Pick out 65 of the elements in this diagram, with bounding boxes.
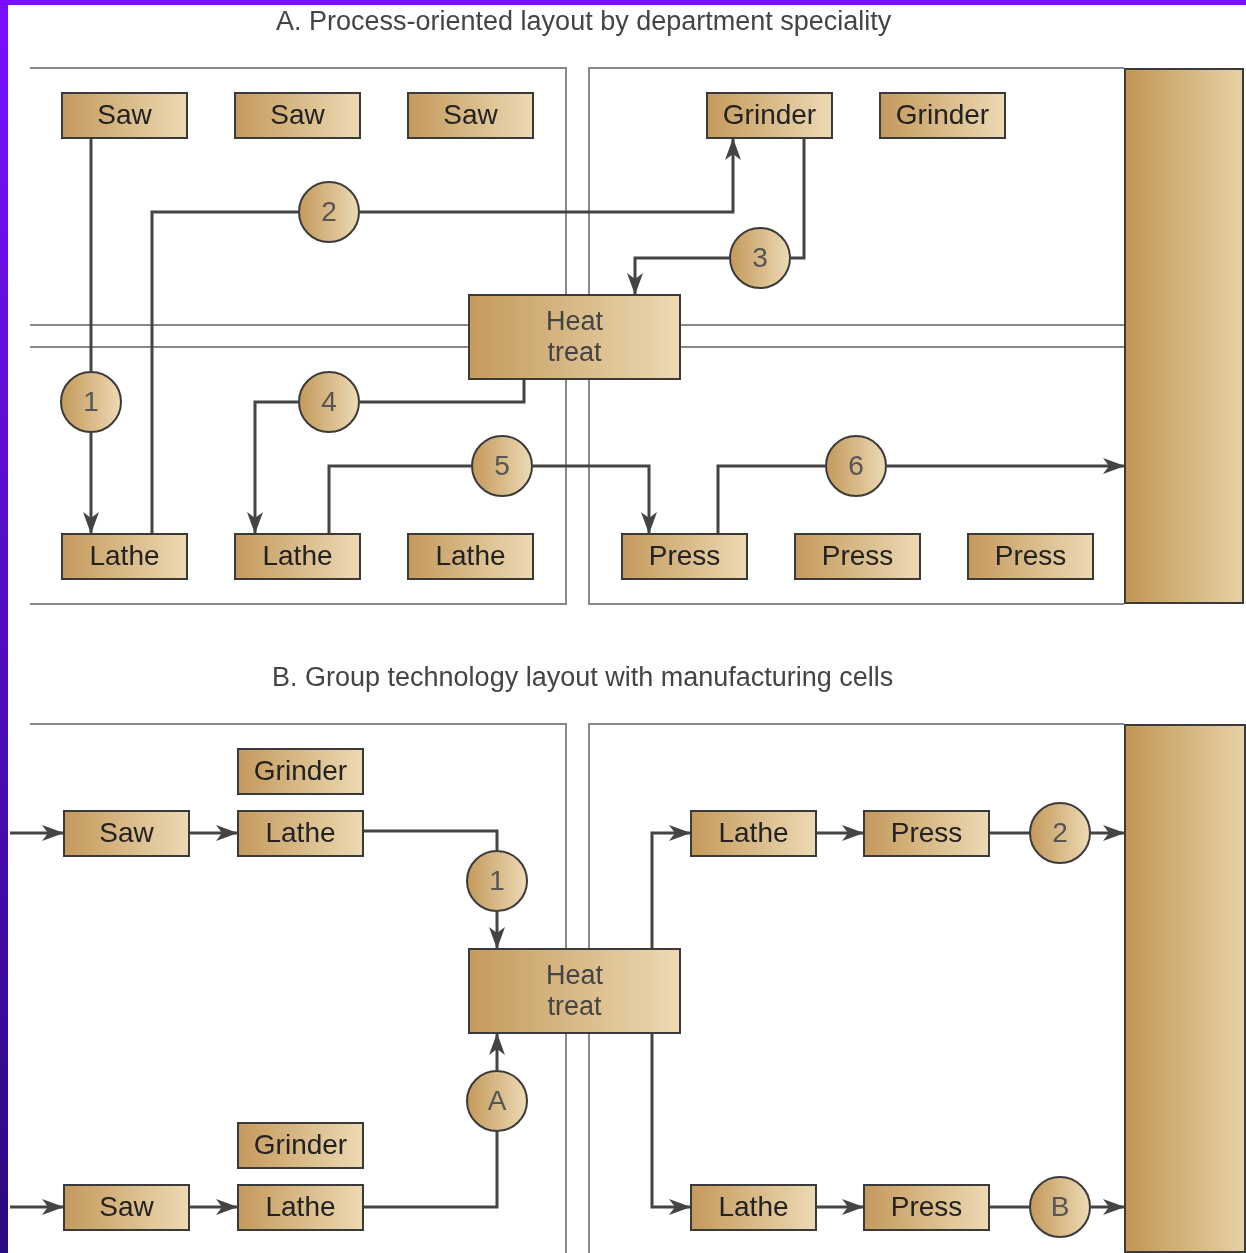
machine-box: Lathe	[234, 533, 361, 580]
flow-arrow	[83, 433, 99, 534]
machine-box: Lathe	[61, 533, 188, 580]
connector-line	[791, 139, 806, 260]
connector-line	[360, 380, 526, 404]
machine-box: Saw	[63, 810, 190, 857]
machine-box: Lathe	[407, 533, 534, 580]
machine-box: Lathe	[690, 810, 817, 857]
step-number-circle: 1	[466, 850, 528, 912]
machine-box: Grinder	[237, 748, 364, 795]
step-number-circle: A	[466, 1070, 528, 1132]
connector-line	[364, 829, 499, 850]
connector-line	[364, 1132, 499, 1209]
storage-bar	[1124, 724, 1246, 1253]
step-number-circle: 2	[298, 181, 360, 243]
flow-arrow	[1091, 825, 1125, 841]
machine-box: Press	[794, 533, 921, 580]
machine-box: Press	[621, 533, 748, 580]
step-number-circle: 3	[729, 227, 791, 289]
step-number-circle: 5	[471, 435, 533, 497]
flow-arrow	[489, 1033, 505, 1070]
connector-line	[990, 1205, 1029, 1209]
flow-arrow	[190, 1199, 238, 1215]
connector-line	[990, 831, 1029, 835]
flow-arrow	[247, 400, 298, 534]
machine-box: Saw	[407, 92, 534, 139]
machine-box: Grinder	[879, 92, 1006, 139]
step-number-circle: 2	[1029, 802, 1091, 864]
machine-box: Lathe	[690, 1184, 817, 1231]
heat-treat-box: Heat treat	[468, 948, 681, 1034]
connector-line	[150, 210, 298, 533]
heat-treat-box: Heat treat	[468, 294, 681, 380]
step-number-circle: 4	[298, 371, 360, 433]
machine-box: Grinder	[706, 92, 833, 139]
connector-line	[89, 139, 93, 371]
flow-arrow	[627, 256, 729, 295]
flow-arrow	[10, 1199, 64, 1215]
machine-box: Lathe	[237, 810, 364, 857]
flow-arrow	[489, 912, 505, 949]
machine-box: Press	[863, 1184, 990, 1231]
flow-arrow	[533, 464, 657, 534]
machine-box: Press	[863, 810, 990, 857]
section-heading: B. Group technology layout with manufacturing cells	[272, 662, 894, 693]
flow-arrow	[650, 825, 691, 948]
connector-line	[716, 464, 825, 533]
step-number-circle: 1	[60, 371, 122, 433]
machine-box: Press	[967, 533, 1094, 580]
flow-arrow	[887, 458, 1125, 474]
machine-box: Saw	[234, 92, 361, 139]
flow-arrow	[817, 1199, 864, 1215]
flow-arrow	[10, 825, 64, 841]
flow-arrow	[1091, 1199, 1125, 1215]
connector-line	[327, 464, 471, 533]
flow-arrow	[360, 138, 741, 214]
step-number-circle: B	[1029, 1176, 1091, 1238]
machine-box: Lathe	[237, 1184, 364, 1231]
machine-box: Grinder	[237, 1122, 364, 1169]
flow-arrow	[650, 1034, 691, 1215]
machine-box: Saw	[61, 92, 188, 139]
flow-arrow	[817, 825, 864, 841]
storage-bar	[1124, 68, 1244, 604]
flow-arrow	[190, 825, 238, 841]
step-number-circle: 6	[825, 435, 887, 497]
section-heading: A. Process-oriented layout by department speciality	[276, 6, 892, 37]
machine-box: Saw	[63, 1184, 190, 1231]
